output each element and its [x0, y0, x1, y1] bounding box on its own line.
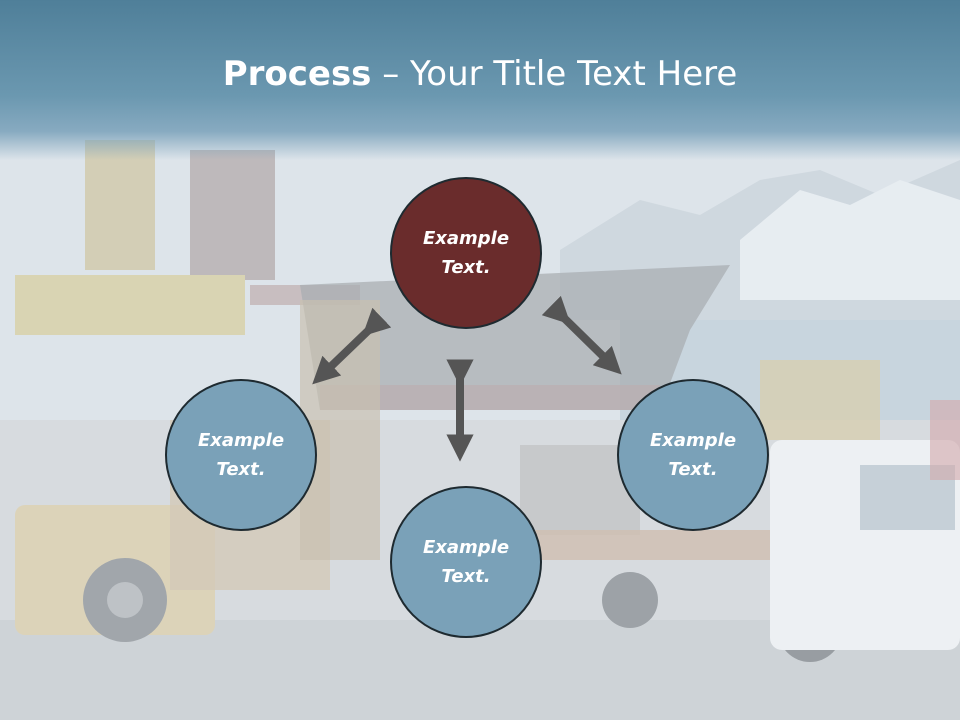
node-right-line1: Example	[649, 430, 737, 451]
arrow-top-right	[541, 295, 622, 375]
node-right-line2: Text.	[668, 459, 718, 480]
process-node-left: Example Text.	[165, 379, 317, 531]
node-bottom-line2: Text.	[441, 566, 491, 587]
node-left-line2: Text.	[216, 459, 266, 480]
node-bottom-line1: Example	[422, 537, 510, 558]
arrow-top-left	[312, 307, 392, 385]
title-bold-text: Process	[222, 54, 372, 94]
process-node-top: Example Text.	[390, 177, 542, 329]
process-node-bottom: Example Text.	[390, 486, 542, 638]
title-rest-text: – Your Title Text Here	[371, 54, 738, 94]
process-node-right: Example Text.	[617, 379, 769, 531]
node-left-line1: Example	[197, 430, 285, 451]
node-top-line2: Text.	[441, 257, 491, 278]
slide-title: Process – Your Title Text Here	[0, 52, 960, 96]
title-band	[0, 0, 960, 160]
node-top-line1: Example	[422, 228, 510, 249]
